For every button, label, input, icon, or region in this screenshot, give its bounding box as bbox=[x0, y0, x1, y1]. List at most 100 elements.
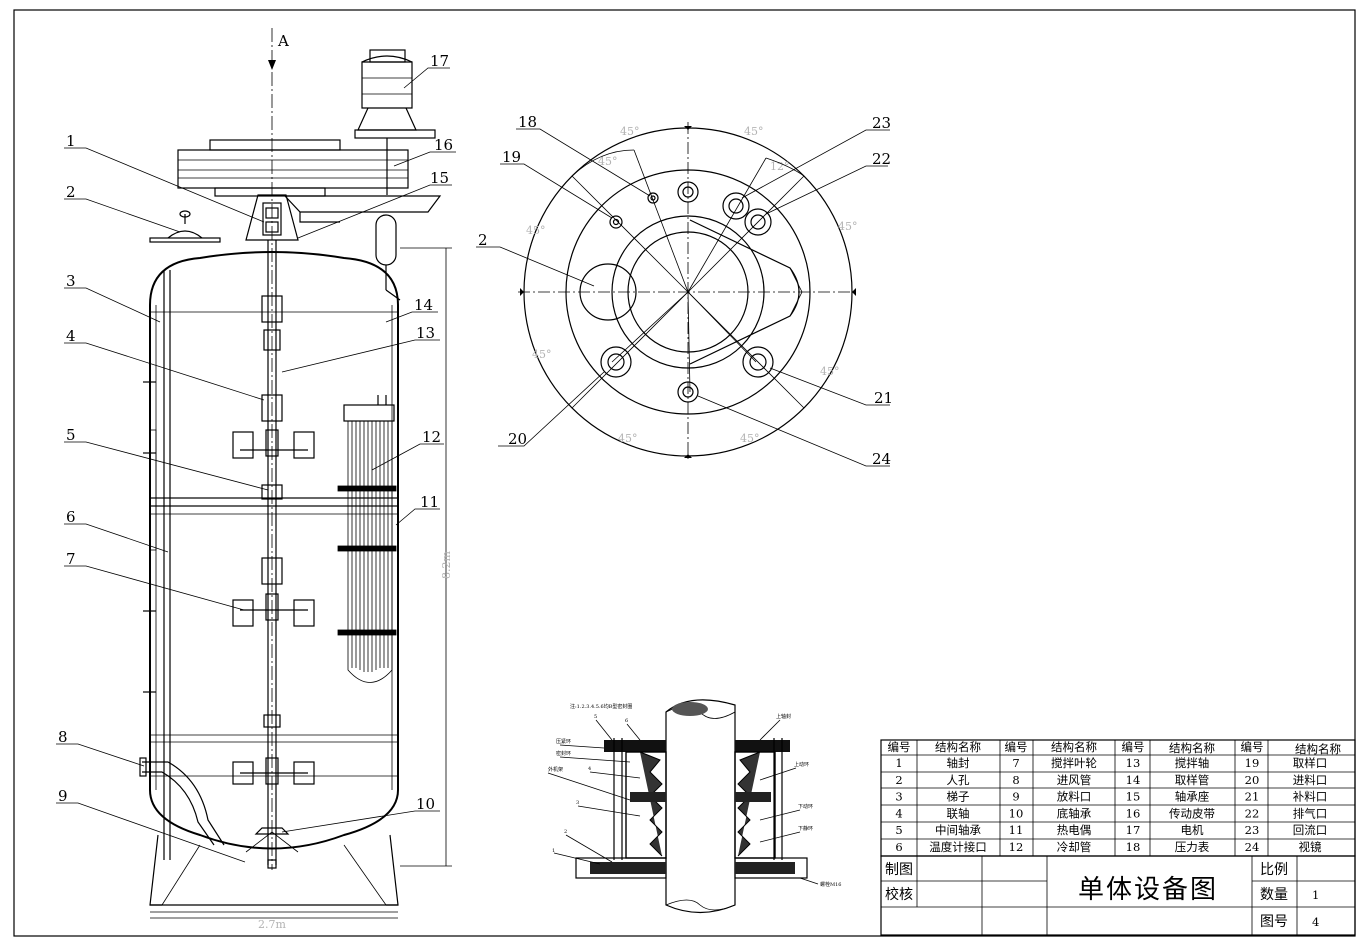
svg-text:6: 6 bbox=[66, 508, 76, 526]
table-cell: 搅拌轴 bbox=[1175, 756, 1210, 770]
table-cell: 冷却管 bbox=[1057, 840, 1092, 854]
svg-text:编号: 编号 bbox=[1241, 740, 1264, 754]
table-cell: 视镜 bbox=[1299, 840, 1322, 854]
svg-text:2.7m: 2.7m bbox=[258, 918, 286, 931]
svg-text:4: 4 bbox=[1312, 915, 1319, 929]
svg-text:45°: 45° bbox=[526, 224, 546, 237]
table-cell: 9 bbox=[1012, 790, 1019, 804]
table-cell: 18 bbox=[1126, 840, 1141, 854]
view-marker: A bbox=[277, 32, 289, 50]
table-cell: 联轴 bbox=[947, 806, 970, 820]
svg-text:8.2m: 8.2m bbox=[440, 550, 453, 578]
svg-text:5: 5 bbox=[66, 426, 76, 444]
cooling-coil bbox=[337, 395, 397, 683]
table-cell: 11 bbox=[1009, 823, 1024, 837]
table-cell: 传动皮带 bbox=[1169, 806, 1215, 820]
table-cell: 3 bbox=[895, 790, 902, 804]
svg-text:上动环: 上动环 bbox=[794, 761, 809, 768]
svg-text:压紧环: 压紧环 bbox=[556, 738, 571, 745]
svg-text:密封环: 密封环 bbox=[556, 750, 571, 757]
table-cell: 放料口 bbox=[1057, 790, 1092, 804]
table-cell: 进料口 bbox=[1293, 773, 1328, 787]
svg-text:2: 2 bbox=[564, 829, 567, 835]
svg-text:4: 4 bbox=[66, 327, 76, 345]
table-cell: 14 bbox=[1126, 773, 1141, 787]
table-cell: 4 bbox=[895, 806, 902, 820]
svg-text:2: 2 bbox=[66, 183, 76, 201]
table-cell: 21 bbox=[1245, 790, 1260, 804]
table-cell: 进风管 bbox=[1057, 773, 1092, 787]
table-cell: 电机 bbox=[1181, 823, 1204, 837]
drawing-title: 单体设备图 bbox=[1078, 875, 1218, 905]
table-cell: 24 bbox=[1245, 840, 1260, 854]
svg-text:13: 13 bbox=[416, 324, 435, 342]
table-cell: 7 bbox=[1012, 756, 1019, 770]
svg-text:8: 8 bbox=[58, 728, 68, 746]
svg-text:45°: 45° bbox=[740, 432, 760, 445]
svg-text:编号: 编号 bbox=[1005, 740, 1028, 754]
table-cell: 排气口 bbox=[1293, 806, 1328, 820]
svg-text:14: 14 bbox=[414, 296, 433, 314]
svg-text:3: 3 bbox=[576, 800, 579, 806]
svg-text:结构名称: 结构名称 bbox=[1295, 742, 1341, 756]
svg-text:上轴封: 上轴封 bbox=[776, 713, 791, 720]
svg-text:螺栓M16: 螺栓M16 bbox=[820, 881, 841, 888]
table-cell: 取样口 bbox=[1293, 756, 1328, 770]
table-cell: 8 bbox=[1012, 773, 1019, 787]
svg-text:19: 19 bbox=[502, 148, 521, 166]
svg-text:1: 1 bbox=[552, 848, 555, 854]
svg-text:6: 6 bbox=[625, 718, 628, 724]
table-cell: 13 bbox=[1126, 756, 1141, 770]
svg-text:45°: 45° bbox=[820, 365, 840, 378]
table-cell: 轴承座 bbox=[1175, 790, 1210, 804]
table-cell: 1 bbox=[895, 756, 902, 770]
table-cell: 16 bbox=[1126, 806, 1141, 820]
vessel-elevation: A bbox=[56, 28, 456, 931]
table-cell: 19 bbox=[1245, 756, 1260, 770]
svg-text:比例: 比例 bbox=[1260, 862, 1288, 878]
svg-text:20: 20 bbox=[508, 430, 527, 448]
table-cell: 6 bbox=[895, 840, 902, 854]
svg-text:11: 11 bbox=[420, 493, 439, 511]
svg-text:17: 17 bbox=[430, 52, 449, 70]
svg-text:编号: 编号 bbox=[1122, 740, 1145, 754]
table-cell: 2 bbox=[895, 773, 902, 787]
svg-text:结构名称: 结构名称 bbox=[1051, 740, 1097, 754]
svg-text:制图: 制图 bbox=[885, 862, 913, 878]
width-dimension: 2.7m bbox=[150, 917, 398, 931]
table-cell: 梯子 bbox=[947, 790, 970, 804]
svg-text:21: 21 bbox=[874, 389, 893, 407]
title-block: 制图 校核 单体设备图 比例 数量 1 图号 4 bbox=[880, 855, 1356, 936]
table-cell: 15 bbox=[1126, 790, 1141, 804]
svg-text:9: 9 bbox=[58, 787, 68, 805]
table-cell: 轴封 bbox=[947, 756, 970, 770]
svg-text:18: 18 bbox=[518, 113, 537, 131]
table-cell: 中间轴承 bbox=[935, 823, 981, 837]
svg-text:注:1.2.3.4.5.6均B型密封圈: 注:1.2.3.4.5.6均B型密封圈 bbox=[570, 703, 632, 710]
svg-text:45°: 45° bbox=[618, 432, 638, 445]
svg-text:22: 22 bbox=[872, 150, 891, 168]
svg-text:5: 5 bbox=[594, 714, 597, 720]
parts-table-header: 编号 结构名称 编号 结构名称 编号 结构名称 编号 结构名称 bbox=[888, 740, 1342, 756]
svg-text:12°: 12° bbox=[770, 160, 790, 173]
table-cell: 补料口 bbox=[1293, 790, 1328, 804]
table-cell: 底轴承 bbox=[1057, 806, 1092, 820]
svg-text:7: 7 bbox=[66, 550, 76, 568]
svg-text:1: 1 bbox=[1312, 888, 1319, 902]
table-cell: 10 bbox=[1009, 806, 1024, 820]
svg-text:45°: 45° bbox=[620, 125, 640, 138]
svg-text:下动环: 下动环 bbox=[798, 803, 813, 810]
svg-text:4: 4 bbox=[588, 766, 591, 772]
svg-text:下静环: 下静环 bbox=[798, 825, 813, 832]
svg-text:3: 3 bbox=[66, 272, 76, 290]
svg-text:16: 16 bbox=[434, 136, 453, 154]
table-cell: 12 bbox=[1009, 840, 1024, 854]
svg-text:外机架: 外机架 bbox=[548, 766, 563, 773]
table-cell: 热电偶 bbox=[1057, 823, 1092, 837]
svg-text:结构名称: 结构名称 bbox=[935, 740, 981, 754]
svg-text:校核: 校核 bbox=[885, 886, 913, 903]
svg-text:数量: 数量 bbox=[1260, 887, 1288, 903]
svg-text:10: 10 bbox=[416, 795, 435, 813]
